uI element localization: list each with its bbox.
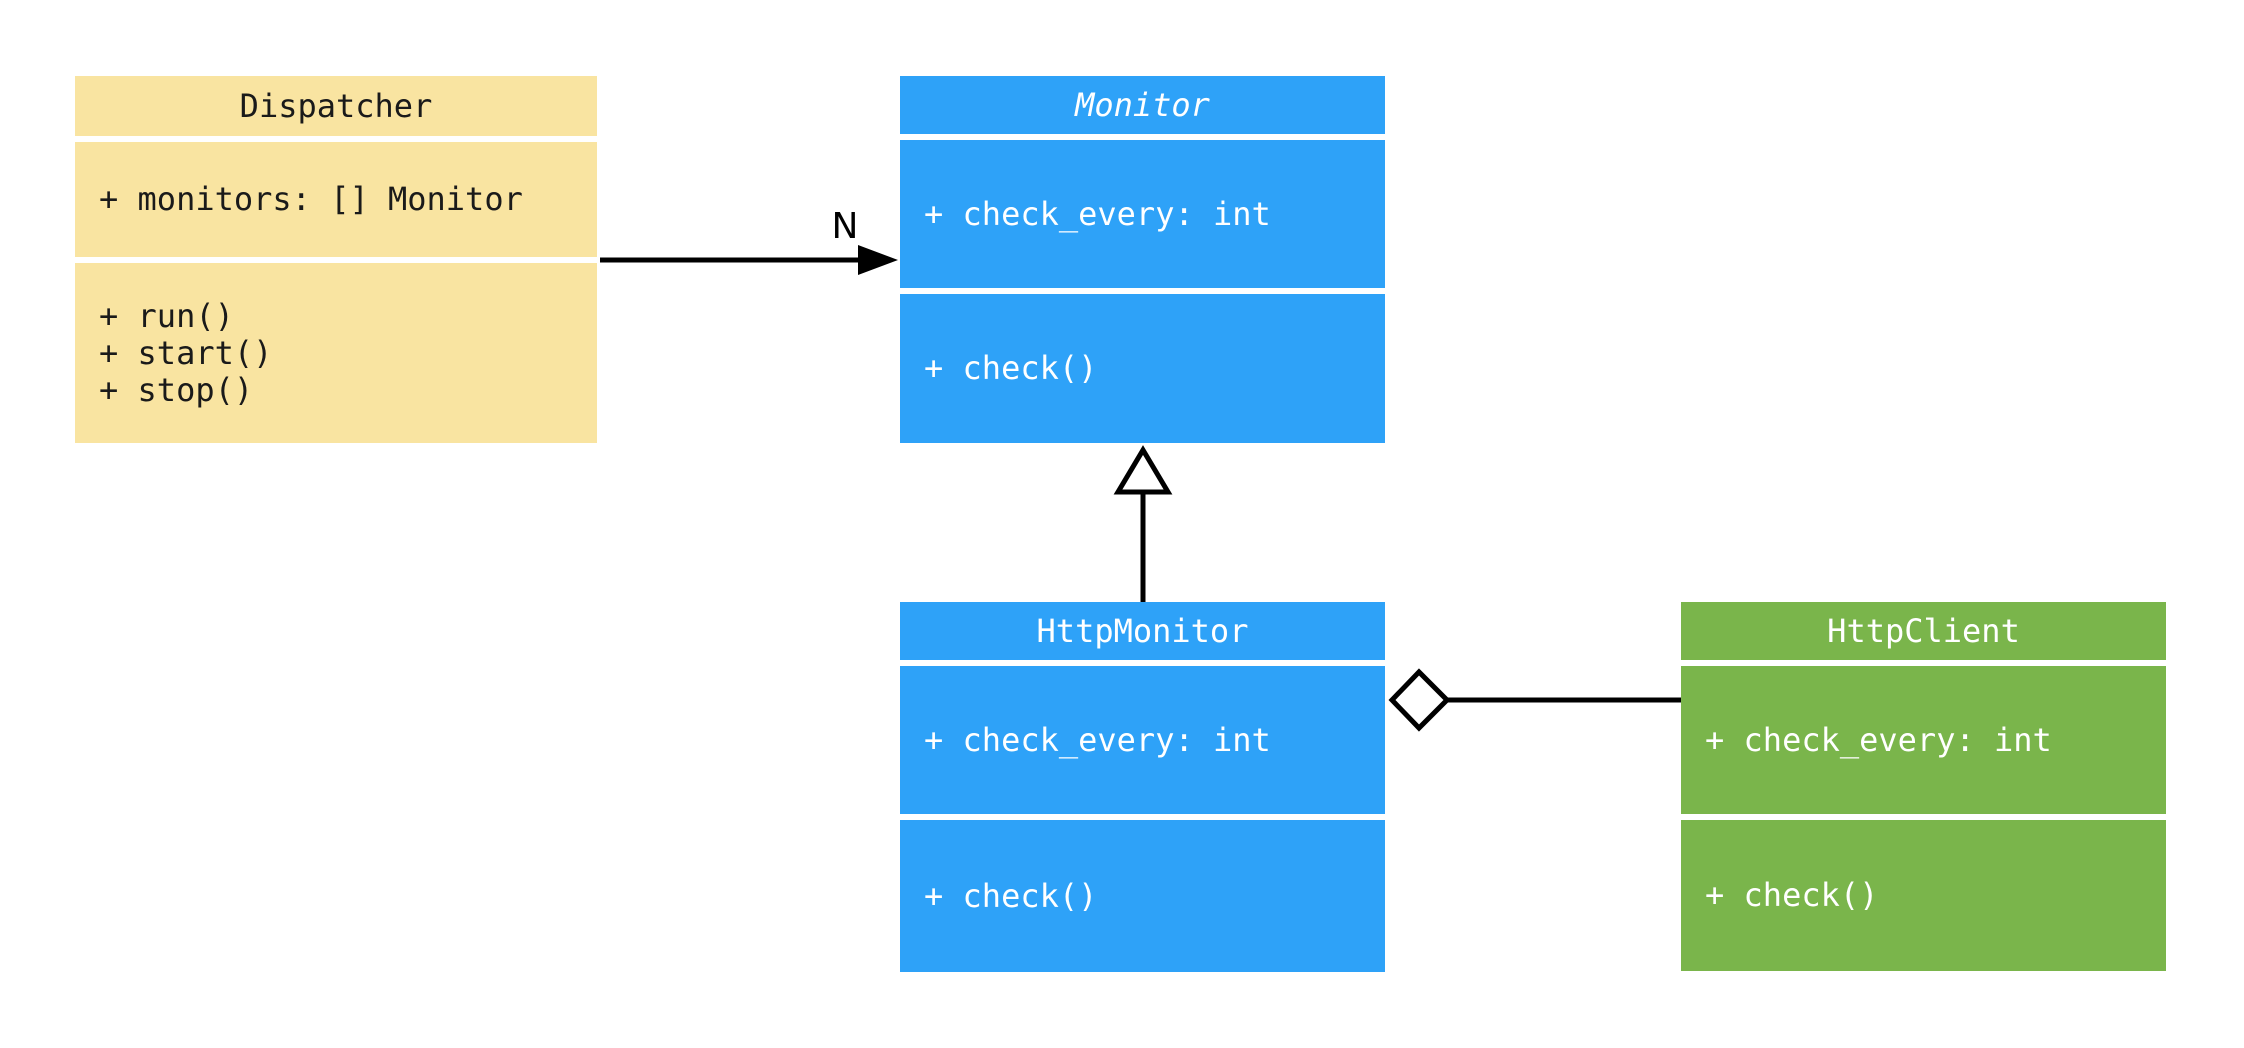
method-line: + run() (99, 296, 234, 335)
class-attributes: + monitors: [] Monitor (75, 142, 597, 257)
class-title: Dispatcher (75, 76, 597, 136)
class-title: HttpClient (1681, 602, 2166, 660)
class-title: Monitor (900, 76, 1385, 134)
aggregation-httpmonitor-httpclient (1388, 668, 1681, 732)
inheritance-httpmonitor-monitor (1113, 445, 1173, 602)
hollow-triangle-icon (1113, 445, 1173, 495)
class-methods: + run() + start() + stop() (75, 263, 597, 443)
class-methods: + check() (900, 820, 1385, 972)
class-attributes: + check_every: int (900, 666, 1385, 814)
attribute-line: + monitors: [] Monitor (99, 180, 523, 218)
class-box-httpclient: HttpClient + check_every: int + check() (1681, 602, 2166, 971)
class-box-httpmonitor: HttpMonitor + check_every: int + check() (900, 602, 1385, 972)
class-box-monitor: Monitor + check_every: int + check() (900, 76, 1385, 443)
class-methods: + check() (1681, 820, 2166, 971)
class-title: HttpMonitor (900, 602, 1385, 660)
attribute-line: + check_every: int (1705, 720, 2052, 759)
association-dispatcher-monitor (600, 245, 898, 275)
filled-arrowhead-icon (858, 245, 898, 275)
method-line: + check() (1705, 876, 1879, 914)
method-line: + check() (924, 876, 1098, 915)
class-attributes: + check_every: int (900, 140, 1385, 288)
attribute-line: + check_every: int (924, 720, 1271, 759)
method-line: + check() (924, 349, 1098, 387)
method-line: + start() (99, 333, 273, 372)
multiplicity-label: N (831, 206, 859, 247)
attribute-line: + check_every: int (924, 194, 1271, 233)
class-attributes: + check_every: int (1681, 666, 2166, 814)
method-line: + stop() (99, 370, 254, 409)
class-box-dispatcher: Dispatcher + monitors: [] Monitor + run(… (75, 76, 597, 443)
hollow-diamond-icon (1388, 668, 1451, 732)
class-methods: + check() (900, 294, 1385, 443)
